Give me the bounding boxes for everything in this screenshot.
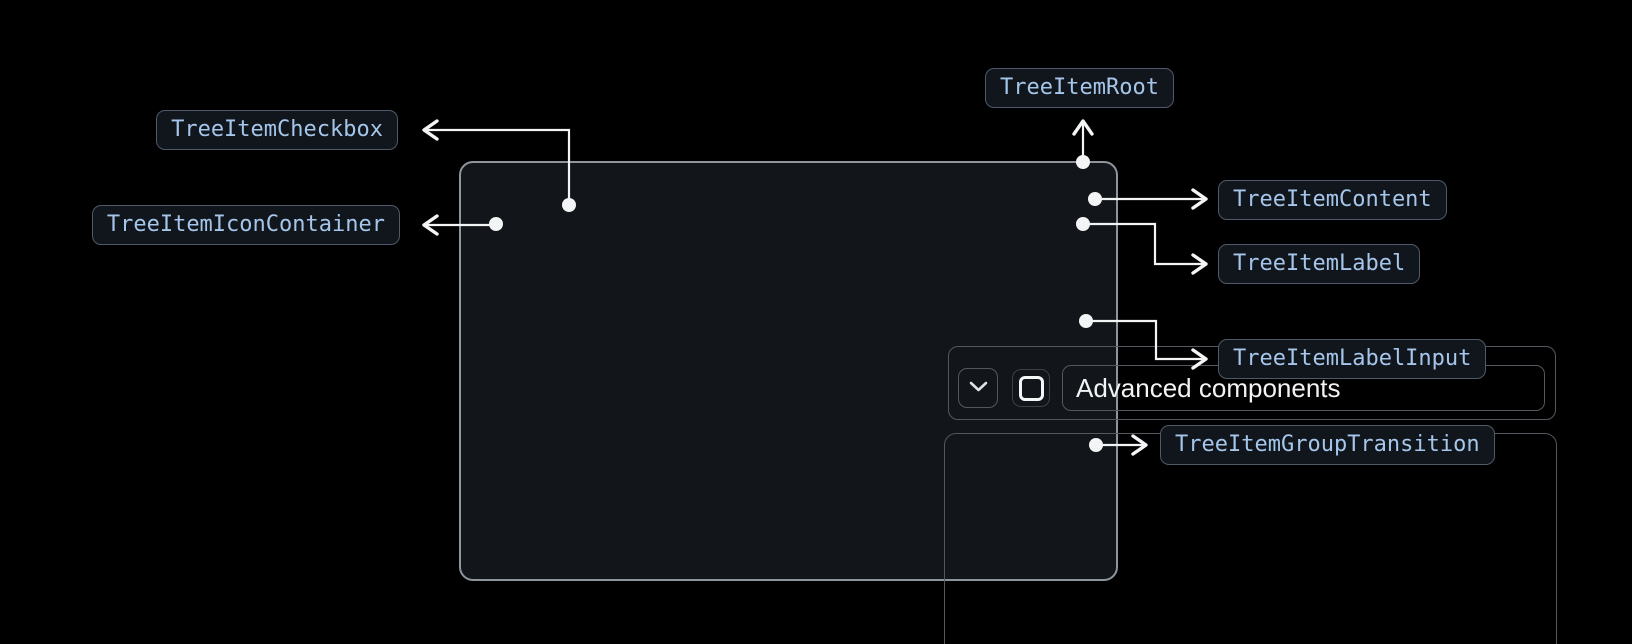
tree-item-checkbox[interactable] bbox=[1018, 375, 1044, 401]
chevron-down-icon bbox=[969, 379, 988, 397]
annotation-tree-item-checkbox: TreeItemCheckbox bbox=[156, 110, 398, 150]
annotation-tree-item-content: TreeItemContent bbox=[1218, 180, 1447, 220]
annotation-tree-item-label-input: TreeItemLabelInput bbox=[1218, 339, 1487, 379]
annotation-tree-item-group-transition: TreeItemGroupTransition bbox=[1160, 425, 1495, 465]
tree-item-root: Advanced components Data Grid Charts Dat… bbox=[459, 161, 1557, 644]
annotation-tree-item-label: TreeItemLabel bbox=[1218, 244, 1421, 284]
tree-item-checkbox-container bbox=[1012, 369, 1050, 407]
annotation-tree-item-icon-container: TreeItemIconContainer bbox=[91, 205, 400, 245]
annotation-tree-item-root: TreeItemRoot bbox=[985, 68, 1174, 108]
tree-item-icon-container[interactable] bbox=[958, 368, 998, 408]
